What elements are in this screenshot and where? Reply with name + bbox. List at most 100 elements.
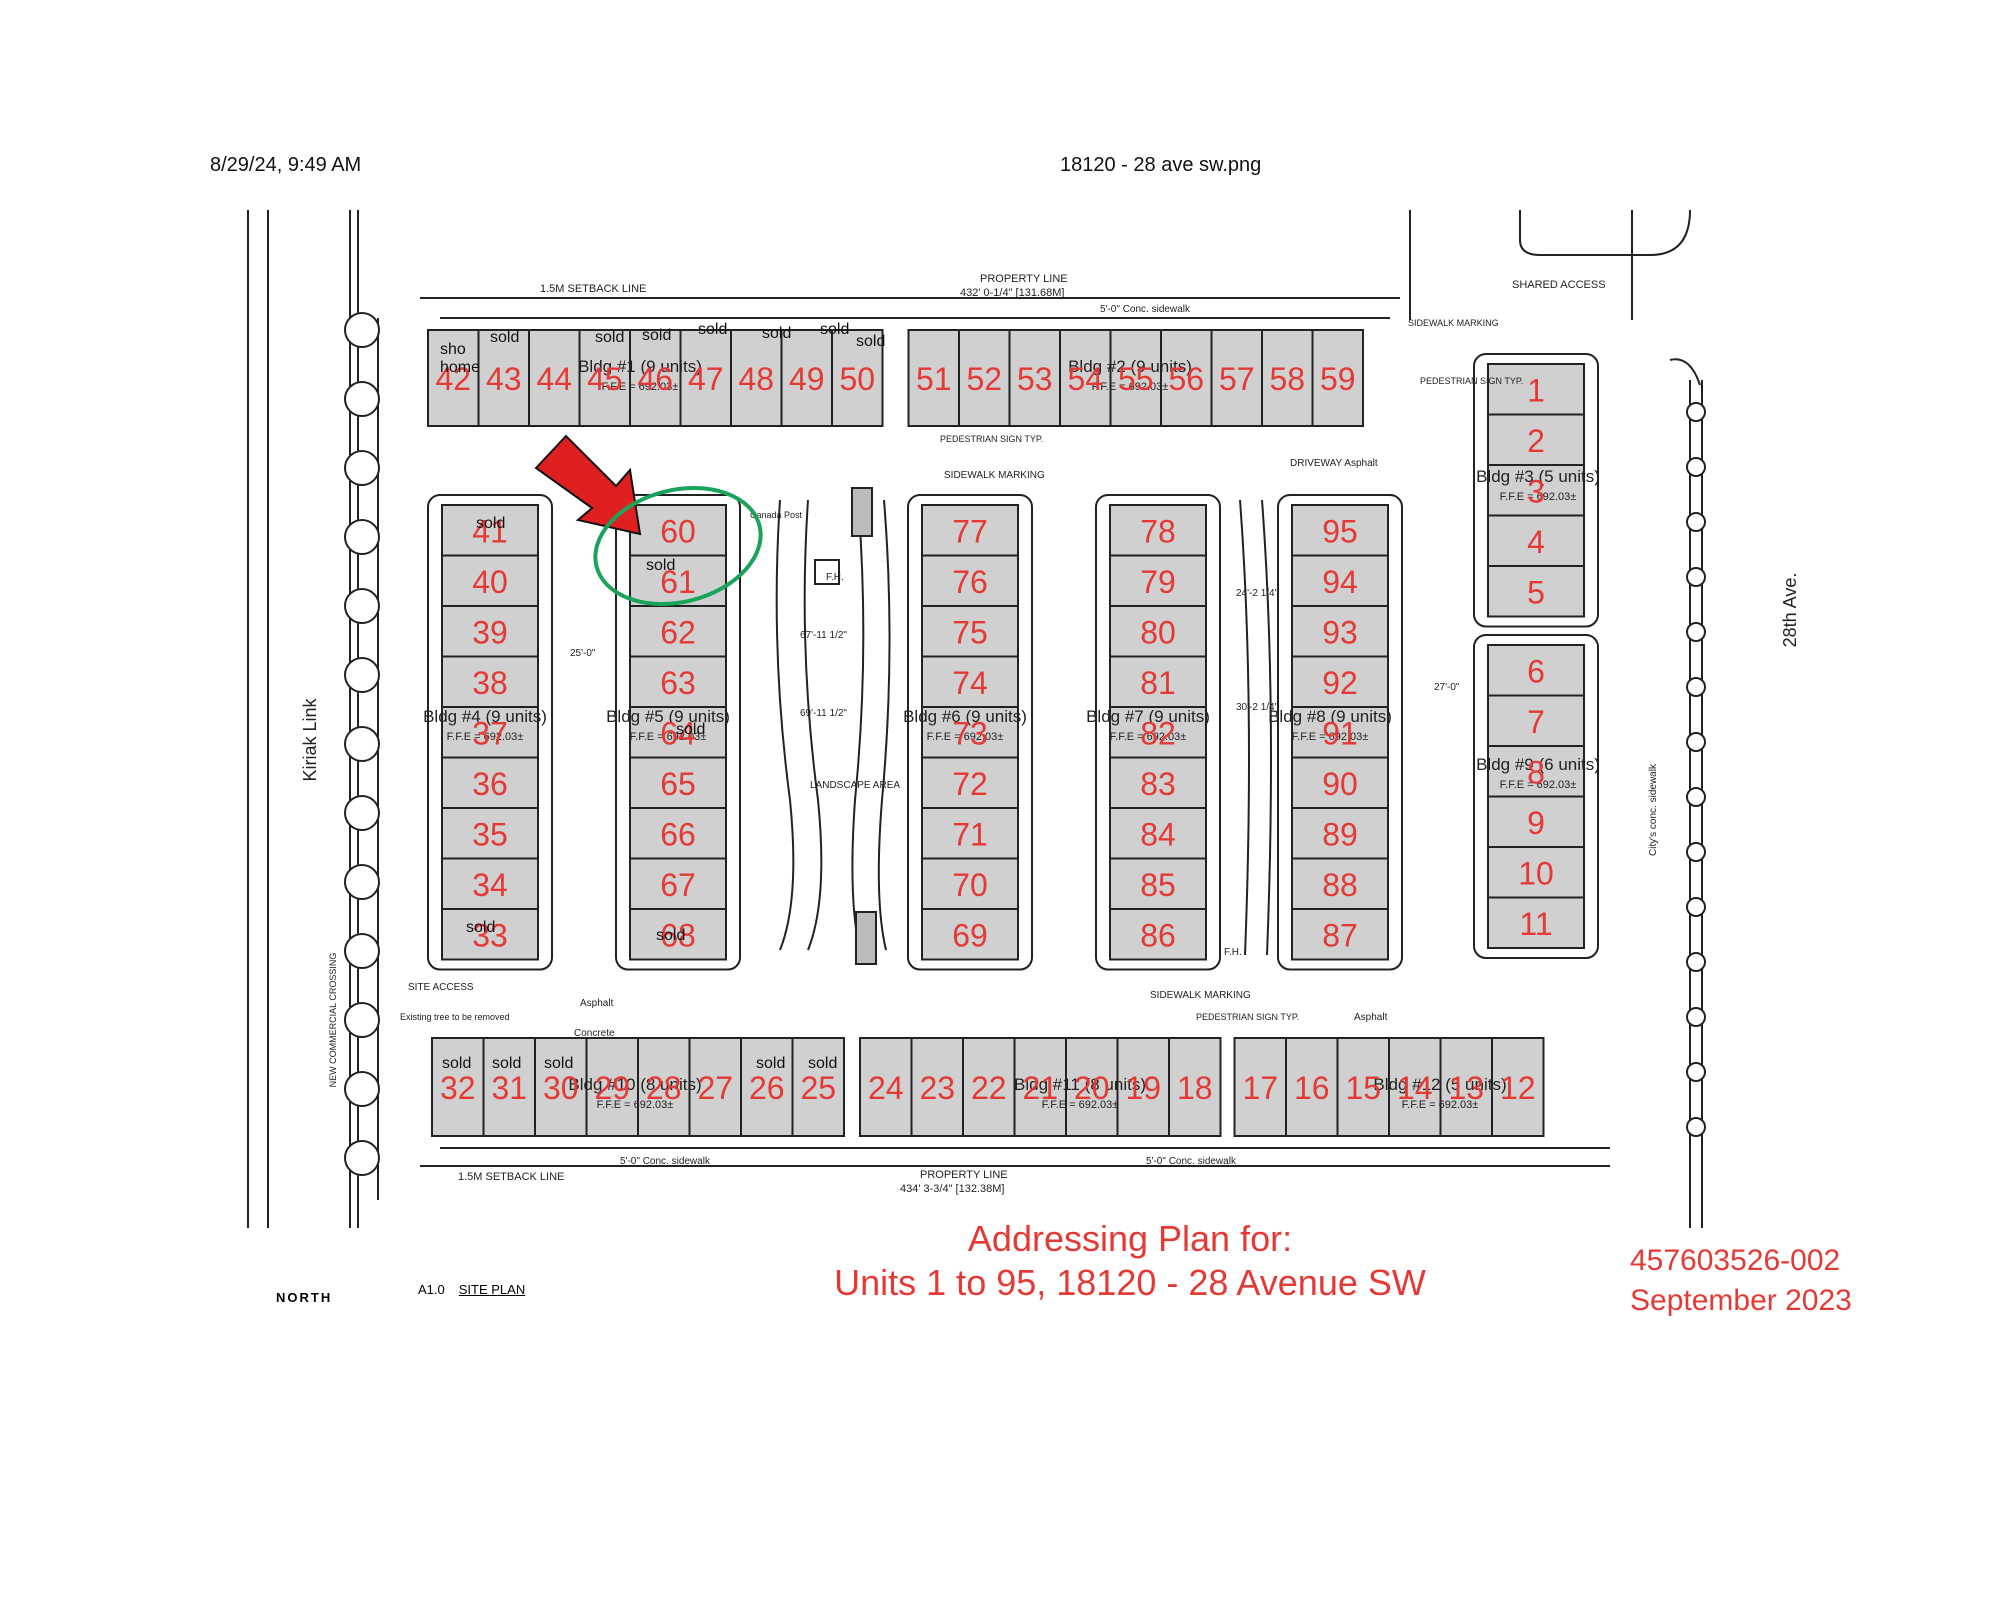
sold-marker-10: sold xyxy=(676,721,705,738)
label-dim-25: 25'-0" xyxy=(570,648,596,659)
unit-51-number: 51 xyxy=(916,361,952,397)
unit-19-number: 19 xyxy=(1125,1070,1161,1106)
unit-93-number: 93 xyxy=(1322,614,1358,650)
tree-symbol-left xyxy=(344,795,380,831)
bldg7-outline xyxy=(1095,494,1221,971)
unit-43-number: 43 xyxy=(486,361,522,397)
label-city-sidewalk: City's conc. sidewalk xyxy=(1648,763,1659,856)
show-home-label-2: home xyxy=(440,359,480,376)
unit-12-cell xyxy=(1491,1037,1545,1137)
unit-23-cell xyxy=(910,1037,964,1137)
tree-symbol-right xyxy=(1686,677,1706,697)
label-pedestrian-sign-2: PEDESTRIAN SIGN TYP. xyxy=(940,434,1043,444)
label-sidewalk-bottom-left: 5'-0" Conc. sidewalk xyxy=(620,1156,711,1167)
unit-23-number: 23 xyxy=(919,1070,955,1106)
unit-11-number: 11 xyxy=(1519,906,1552,942)
unit-27-number: 27 xyxy=(697,1070,733,1106)
unit-72-cell xyxy=(921,756,1019,809)
unit-24-number: 24 xyxy=(868,1070,904,1106)
unit-75-number: 75 xyxy=(952,614,988,650)
tree-symbol-right xyxy=(1686,402,1706,422)
bldg3-outline xyxy=(1473,353,1599,628)
tree-symbol-right xyxy=(1686,787,1706,807)
label-property-line-bottom: PROPERTY LINE xyxy=(920,1169,1008,1181)
label-new-commercial-crossing: NEW COMMERCIAL CROSSING xyxy=(328,953,338,1088)
landscape-path-a xyxy=(775,499,795,951)
building-7-ffe: F.F.E = 692.03± xyxy=(1110,731,1187,743)
unit-68-cell xyxy=(629,908,727,961)
hydrant-box xyxy=(814,559,840,585)
building-8-ffe: F.F.E = 692.03± xyxy=(1292,731,1369,743)
unit-82-number: 82 xyxy=(1140,715,1176,751)
label-existing-tree: Existing tree to be removed xyxy=(400,1012,510,1022)
unit-80-number: 80 xyxy=(1140,614,1176,650)
landscape-path-c xyxy=(851,499,865,951)
unit-61-number: 61 xyxy=(660,564,696,600)
unit-66-number: 66 xyxy=(660,816,696,852)
unit-42-number: 42 xyxy=(435,361,471,397)
unit-54-cell xyxy=(1059,329,1112,427)
unit-33-number: 33 xyxy=(472,917,508,953)
unit-76-number: 76 xyxy=(952,564,988,600)
landscape-path-b xyxy=(803,499,823,951)
tree-symbol-right xyxy=(1686,512,1706,532)
label-sidewalk-marking-3: SIDEWALK MARKING xyxy=(1150,990,1251,1001)
unit-5-number: 5 xyxy=(1527,574,1545,610)
unit-14-number: 14 xyxy=(1397,1070,1433,1106)
shared-access-curve xyxy=(1519,209,1691,256)
unit-52-cell xyxy=(958,329,1011,427)
unit-28-cell xyxy=(637,1037,691,1137)
unit-45-number: 45 xyxy=(587,361,623,397)
unit-28-number: 28 xyxy=(646,1070,682,1106)
unit-48-number: 48 xyxy=(738,361,774,397)
label-asphalt-1: Asphalt xyxy=(580,998,614,1009)
unit-33-cell xyxy=(441,908,539,961)
building-5-ffe: F.F.E = 692.03± xyxy=(630,731,707,743)
unit-58-number: 58 xyxy=(1269,361,1305,397)
unit-67-number: 67 xyxy=(660,867,696,903)
bldg5-outline xyxy=(615,494,741,971)
unit-5-cell xyxy=(1487,565,1585,618)
tree-symbol-right xyxy=(1686,457,1706,477)
unit-80-cell xyxy=(1109,605,1207,658)
tree-symbol-left xyxy=(344,381,380,417)
tree-symbol-right xyxy=(1686,952,1706,972)
unit-32-number: 32 xyxy=(440,1070,476,1106)
label-driveway-top: DRIVEWAY Asphalt xyxy=(1290,458,1378,469)
unit-70-cell xyxy=(921,857,1019,910)
label-setback-bottom: 1.5M SETBACK LINE xyxy=(458,1171,564,1183)
unit-31-number: 31 xyxy=(491,1070,527,1106)
unit-59-number: 59 xyxy=(1320,361,1356,397)
unit-90-number: 90 xyxy=(1322,766,1358,802)
unit-91-number: 91 xyxy=(1322,715,1358,751)
building-10-name: Bldg #10 (8 units) xyxy=(568,1075,701,1094)
sold-marker-8: sold xyxy=(476,515,505,532)
unit-26-number: 26 xyxy=(749,1070,785,1106)
unit-74-number: 74 xyxy=(952,665,988,701)
unit-10-cell xyxy=(1487,846,1585,899)
building-6-name: Bldg #6 (9 units) xyxy=(903,707,1027,726)
label-dim-69: 69'-11 1/2" xyxy=(800,708,847,719)
unit-29-number: 29 xyxy=(594,1070,630,1106)
unit-37-number: 37 xyxy=(472,715,508,751)
label-dim-30: 30'-2 1/4" xyxy=(1236,702,1279,713)
building-8-name: Bldg #8 (9 units) xyxy=(1268,707,1392,726)
unit-87-cell xyxy=(1291,908,1389,961)
label-sidewalk-marking-2: SIDEWALK MARKING xyxy=(944,470,1045,481)
walkway-east-a xyxy=(1239,499,1250,956)
tree-symbol-left xyxy=(344,1071,380,1107)
unit-1-number: 1 xyxy=(1527,372,1545,408)
unit-46-number: 46 xyxy=(637,361,673,397)
road-curb-curve xyxy=(1669,358,1701,386)
unit-36-cell xyxy=(441,756,539,809)
unit-56-number: 56 xyxy=(1168,361,1204,397)
unit-58-cell xyxy=(1261,329,1314,427)
unit-87-number: 87 xyxy=(1322,917,1358,953)
label-sidewalk-top: 5'-0" Conc. sidewalk xyxy=(1100,304,1191,315)
reference-date: September 2023 xyxy=(1630,1284,1852,1317)
unit-39-number: 39 xyxy=(472,614,508,650)
building-10-ffe: F.F.E = 692.03± xyxy=(597,1099,674,1111)
unit-2-cell xyxy=(1487,413,1585,466)
unit-49-number: 49 xyxy=(789,361,825,397)
bldg8-outline xyxy=(1277,494,1403,971)
